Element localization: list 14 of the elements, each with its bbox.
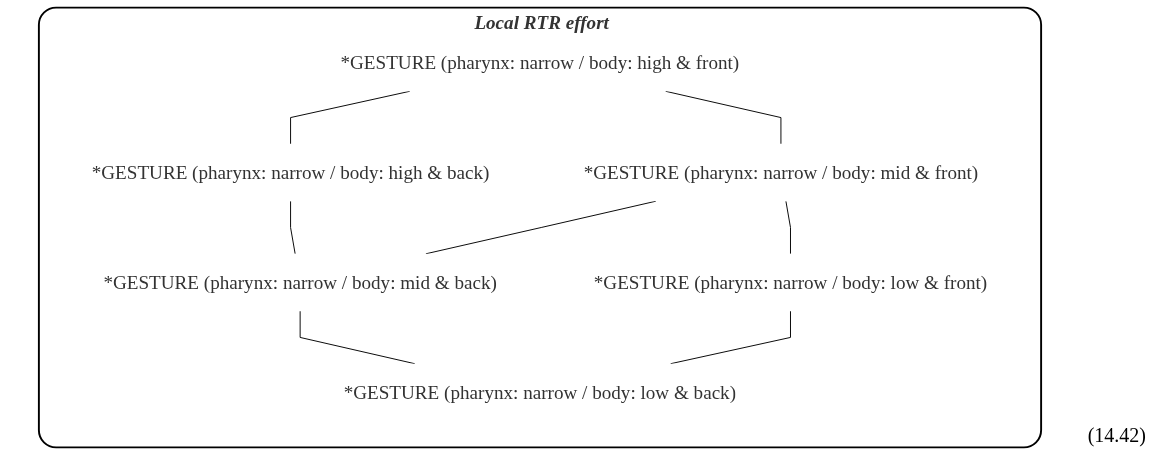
node-text: *GESTURE (pharynx: narrow / body: high & front) — [340, 52, 740, 74]
connector — [290, 200, 296, 255]
connector — [670, 310, 791, 365]
node-text: *GESTURE (pharynx: narrow / body: mid & back) — [103, 271, 497, 293]
connector — [425, 200, 657, 255]
connector — [290, 90, 411, 145]
equation-number: (14.42) — [1087, 424, 1146, 446]
node-text: *GESTURE (pharynx: narrow / body: low & back) — [343, 381, 737, 403]
connector — [665, 90, 782, 145]
node-text: *GESTURE (pharynx: narrow / body: mid & front) — [583, 162, 979, 184]
node-text: *GESTURE (pharynx: narrow / body: high & back) — [91, 162, 490, 184]
connector — [785, 200, 791, 255]
connector — [299, 310, 416, 365]
node-text: *GESTURE (pharynx: narrow / body: low & front) — [593, 271, 988, 293]
